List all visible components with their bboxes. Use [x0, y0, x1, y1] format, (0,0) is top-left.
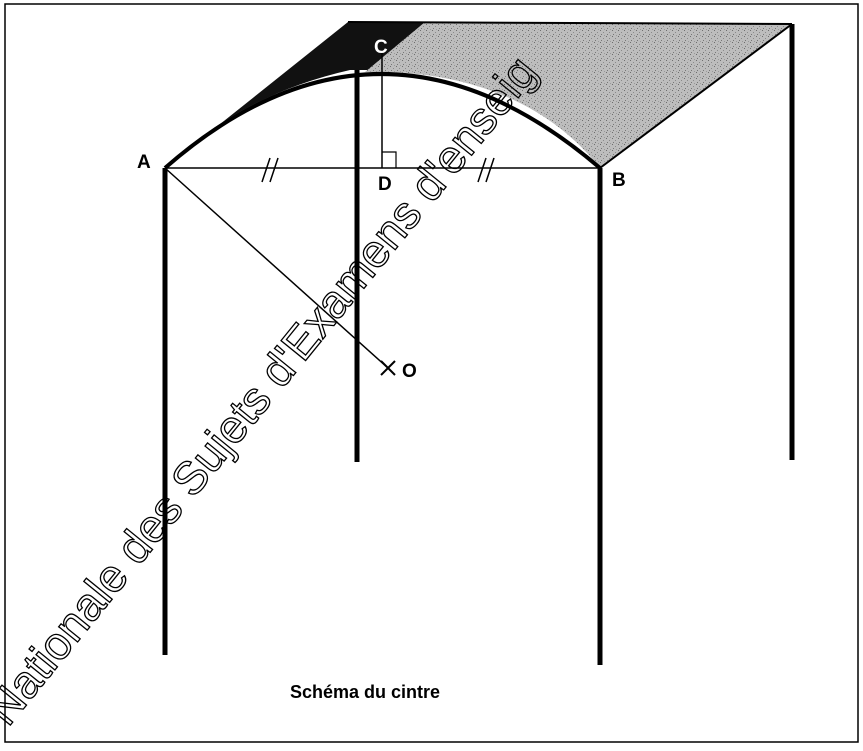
center-o-mark [380, 360, 396, 376]
equal-marks-left [261, 157, 279, 183]
roof-right-edge [599, 23, 793, 169]
roof-dark-section [165, 22, 425, 168]
diagram-frame [4, 3, 859, 743]
label-point-o: O [402, 361, 417, 382]
roof-back-edge [347, 21, 793, 25]
label-point-d: D [378, 174, 392, 195]
diagram-caption: Schéma du cintre [290, 682, 440, 702]
label-point-b: B [612, 170, 626, 191]
radius-ao [164, 167, 389, 369]
right-angle-mark [382, 151, 397, 168]
label-point-a: A [137, 152, 151, 173]
roof-shaded-surface [365, 22, 792, 168]
label-point-c: C [374, 37, 388, 58]
equal-marks-right [477, 157, 495, 183]
watermark-text: Nationale des Sujets d'Examens d'enseig [0, 46, 547, 734]
